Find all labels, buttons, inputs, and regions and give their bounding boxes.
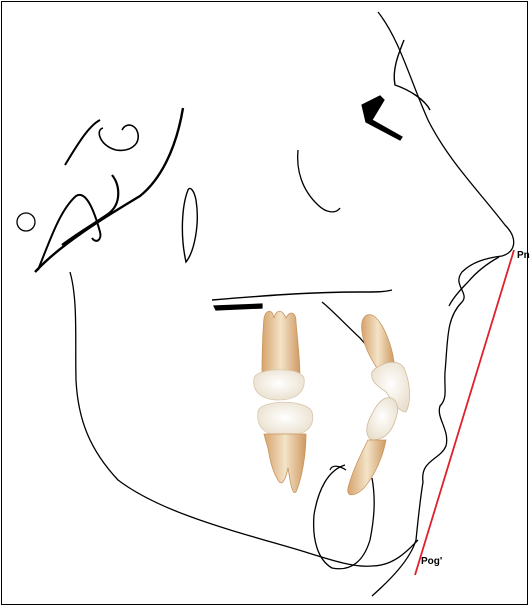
landmark-pn-label: Pn xyxy=(517,250,530,261)
porion-ring xyxy=(17,213,35,231)
nasal-outline xyxy=(449,257,499,306)
orbital-contour xyxy=(394,40,430,110)
pterygomaxillary-fissure xyxy=(182,188,197,262)
cranial-base-left xyxy=(62,175,118,245)
clivus xyxy=(65,120,100,165)
molar-tooth xyxy=(254,311,313,492)
nasal-bone xyxy=(362,96,402,140)
palatal-plane xyxy=(212,290,392,300)
key-ridge xyxy=(298,150,340,212)
upper-incisor xyxy=(362,315,410,412)
landmark-pog-label: Pog' xyxy=(421,556,442,567)
cranial-base-line xyxy=(35,108,183,272)
anterior-nasal-spine xyxy=(214,304,262,310)
sella-turcica xyxy=(99,125,138,150)
soft-tissue-profile xyxy=(372,12,514,596)
